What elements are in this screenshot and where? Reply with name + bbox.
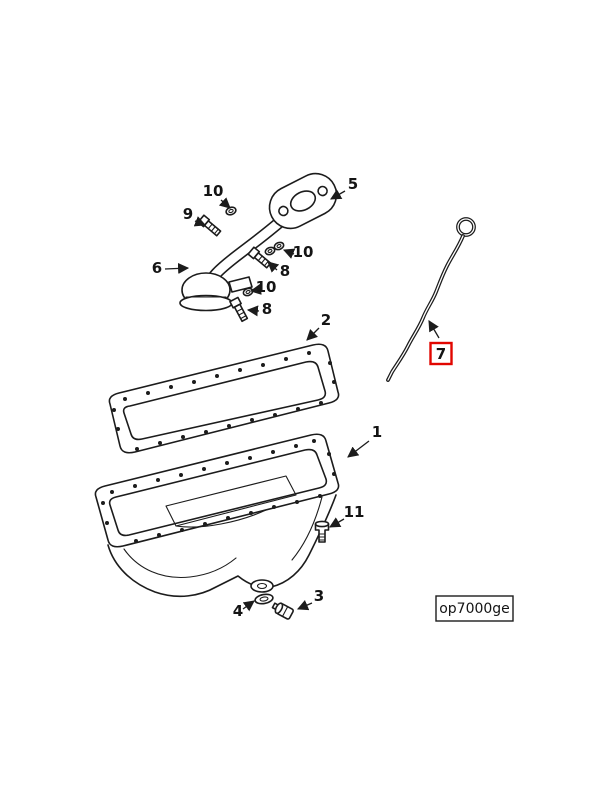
gasket-bolt-holes <box>112 351 336 451</box>
leader-arrows <box>164 189 440 612</box>
leader-arrow <box>242 600 255 612</box>
leader-arrow <box>330 189 346 200</box>
callout-7-dipstick: 7 <box>436 345 446 363</box>
bracket-washer-10b <box>264 241 285 256</box>
leader-arrow <box>246 305 260 317</box>
leader-arrow <box>164 262 190 274</box>
drain-plug-washer-4 <box>254 593 274 605</box>
mounting-flange <box>268 172 338 230</box>
callout-10-bracket-washer-lower: 10 <box>256 278 277 296</box>
callout-9-flange-bolt: 9 <box>183 205 193 223</box>
callout-5-mounting-flange: 5 <box>348 175 358 193</box>
callouts: 10 9 5 6 10 8 10 8 2 1 11 3 4 7 <box>152 175 453 620</box>
bracket-bolt-8b <box>229 296 249 323</box>
callout-4-drain-washer: 4 <box>233 602 243 620</box>
highlighted-callout-7: 7 <box>429 341 453 366</box>
diagram-code-box <box>435 595 514 622</box>
leader-arrow <box>306 327 320 341</box>
oil-pan <box>94 433 340 598</box>
suction-bell <box>179 272 233 312</box>
flange-bolt-9 <box>197 214 222 237</box>
callout-3-drain-plug: 3 <box>314 587 324 605</box>
pipe-plug-11 <box>314 520 330 543</box>
oil-pan-gasket <box>108 343 340 454</box>
drain-plug-3 <box>271 602 294 620</box>
leader-arrow <box>428 320 440 339</box>
pan-sump-step <box>165 475 297 528</box>
diagram-code-label: op7000ge <box>439 601 510 617</box>
leader-arrow <box>218 197 231 209</box>
callout-10-flange-washer: 10 <box>203 182 224 200</box>
callout-1-oil-pan: 1 <box>372 423 382 441</box>
leader-arrow <box>329 517 345 528</box>
flange-washer-10a <box>225 206 237 216</box>
leader-arrow <box>296 600 313 611</box>
leader-arrow <box>249 283 262 295</box>
leader-arrow <box>193 216 207 227</box>
pan-rim-bolt-holes <box>101 439 336 543</box>
leader-arrow <box>282 248 296 259</box>
diagram-code: op7000ge <box>435 595 514 622</box>
leader-arrow <box>347 440 370 458</box>
callout-8-bracket-bolt-lower: 8 <box>262 300 272 318</box>
bracket-bolt-8a <box>247 246 272 269</box>
callout-11-plug: 11 <box>344 503 365 521</box>
highlight-box <box>429 341 453 366</box>
leader-arrow <box>267 261 280 273</box>
callout-8-bracket-bolt-upper: 8 <box>280 262 290 280</box>
callout-10-bracket-washer-upper: 10 <box>293 243 314 261</box>
drain-boss <box>250 579 274 593</box>
callout-2-gasket: 2 <box>321 311 331 329</box>
callout-6-suction-tube: 6 <box>152 259 162 277</box>
dipstick <box>386 217 476 382</box>
